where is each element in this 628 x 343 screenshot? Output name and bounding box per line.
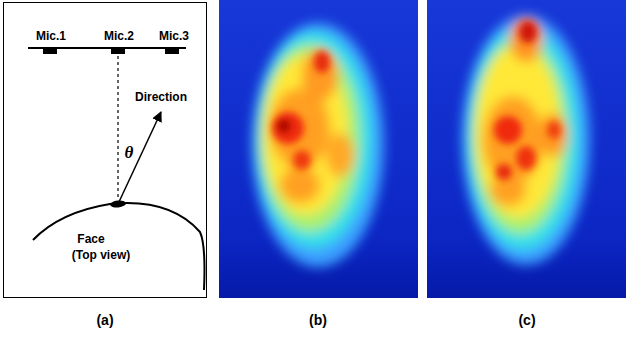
heatmap [252, 23, 384, 267]
heat-spot [510, 18, 542, 62]
heat-spot [277, 119, 291, 133]
heat-spot [519, 21, 537, 43]
mic-label: Mic.1 [36, 30, 66, 44]
heat-spot [326, 133, 354, 177]
heat-spot [280, 167, 320, 203]
heat-spot [314, 51, 330, 73]
microphone [43, 48, 57, 54]
heat-layer [494, 21, 561, 180]
heat-spot [256, 32, 372, 248]
heat-spot [302, 49, 338, 101]
heat-spot [476, 46, 560, 218]
heat-spot [494, 116, 522, 144]
microphone [111, 48, 125, 54]
heat-layer [462, 15, 590, 265]
heat-spot [252, 23, 384, 267]
heat-spot [516, 146, 536, 170]
panel-caption: (c) [518, 312, 535, 328]
heatmap-ground [427, 0, 626, 298]
panel-frame: Mic.1 Mic.2 Mic.3Direction θFace (Top view) [3, 2, 207, 298]
heat-spot [472, 38, 568, 234]
microphone [165, 48, 179, 54]
mic-label: Mic.2 [104, 30, 134, 44]
heat-spot [483, 96, 543, 184]
mic-label: Mic.3 [159, 30, 189, 44]
figure-label: Direction [135, 91, 187, 105]
heat-layer [272, 51, 330, 170]
heatmap [462, 15, 590, 265]
heat-spot [260, 44, 360, 232]
heat-spot [272, 112, 304, 144]
heat-spot [462, 15, 590, 265]
heat-layer [252, 23, 384, 267]
heat-spot [539, 113, 567, 157]
heat-spot [547, 121, 561, 139]
angle-symbol: θ [125, 143, 134, 163]
mouth-marker [110, 200, 127, 209]
face-outline [33, 203, 205, 290]
normal-line [117, 56, 118, 200]
figure-label: Face [77, 233, 104, 247]
panel-caption: (a) [96, 312, 113, 328]
direction-arrow [118, 112, 161, 204]
heatmap-ground [219, 0, 418, 298]
heat-spot [496, 164, 512, 180]
figure-label: (Top view) [72, 249, 130, 263]
panel-caption: (b) [309, 312, 327, 328]
heat-spot [293, 150, 311, 170]
